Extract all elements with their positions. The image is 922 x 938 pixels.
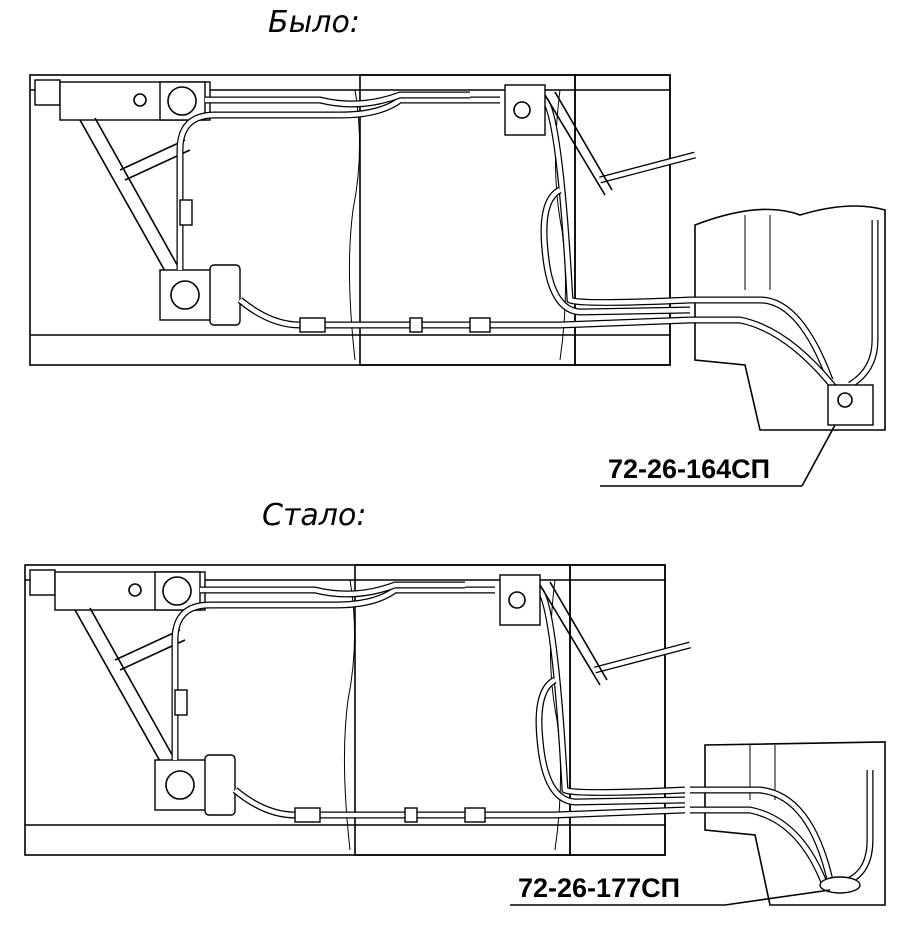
before-section: Было: 72-26-164СП	[30, 5, 886, 487]
before-tractor-unit	[690, 205, 886, 431]
after-tractor-unit	[690, 741, 886, 906]
before-part-number: 72-26-164СП	[608, 454, 770, 484]
after-chassis-drawing	[25, 565, 690, 855]
after-title: Стало:	[262, 498, 366, 533]
before-title: Было:	[268, 5, 360, 40]
before-chassis-drawing	[30, 75, 695, 365]
after-part-number: 72-26-177СП	[518, 873, 680, 903]
after-section: Стало: 72-26-177СП	[25, 498, 886, 906]
